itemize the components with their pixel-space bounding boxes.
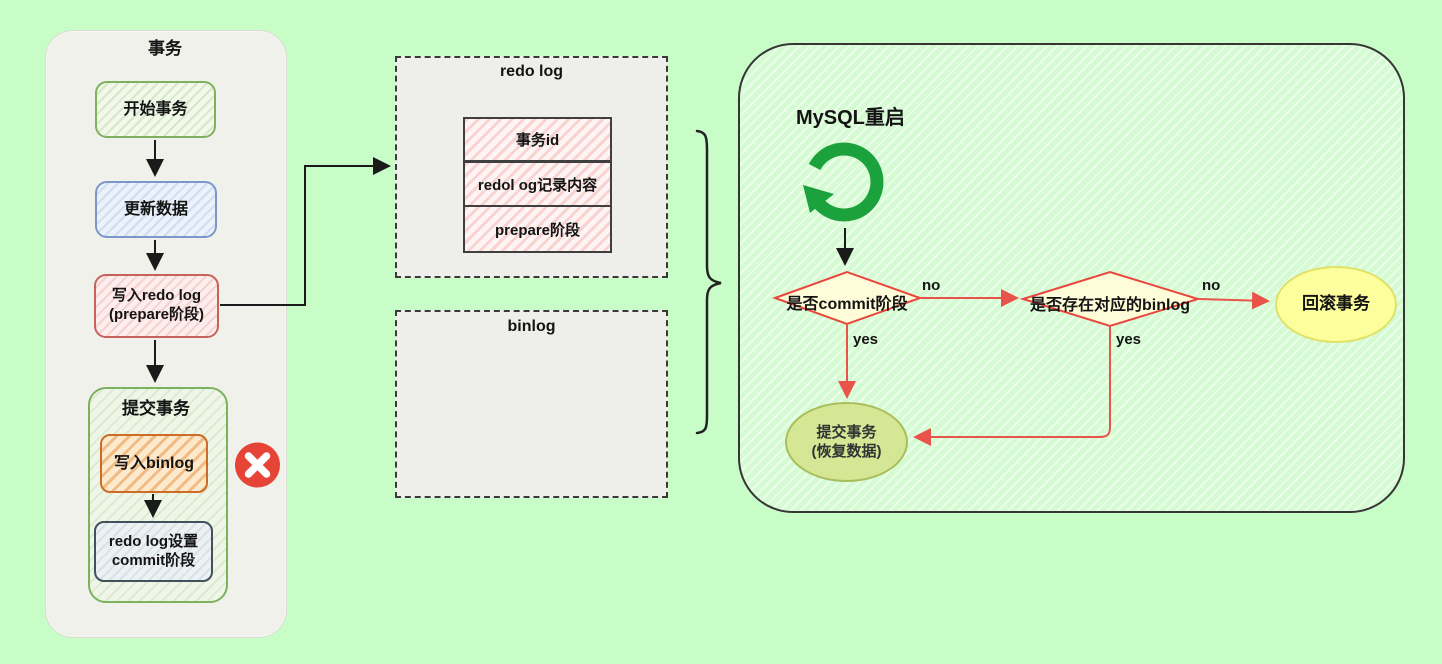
- label-no-2: no: [1202, 277, 1221, 294]
- node-update-data: 更新数据: [95, 181, 217, 238]
- redo-log-row-label: prepare阶段: [494, 221, 581, 239]
- brace-icon: [695, 129, 722, 435]
- redo-log-row-transaction-id: 事务id: [465, 119, 610, 163]
- commit-transaction-group-title: 提交事务: [122, 399, 190, 418]
- node-write-redo-log-line1: 写入redo log: [111, 287, 202, 305]
- redo-log-box-title: redo log: [499, 63, 564, 80]
- binlog-box-title: binlog: [507, 318, 556, 335]
- node-commit-restore-line2: (恢复数据): [811, 443, 882, 460]
- node-commit-restore-line1: 提交事务: [816, 423, 877, 441]
- label-yes-2: yes: [1116, 331, 1142, 348]
- restart-icon: [802, 140, 886, 224]
- node-start-transaction-label: 开始事务: [123, 100, 188, 118]
- node-rollback-label: 回滚事务: [1302, 294, 1370, 314]
- binlog-box: [395, 310, 668, 498]
- redo-log-row-label: 事务id: [515, 132, 560, 149]
- mysql-restart-title: MySQL重启: [796, 107, 905, 129]
- transaction-panel-title: 事务: [148, 39, 182, 58]
- node-write-binlog: 写入binlog: [100, 434, 208, 493]
- node-commit-restore: 提交事务 (恢复数据): [785, 402, 908, 482]
- redo-log-table: 事务id redol og记录内容 prepare阶段: [463, 117, 612, 253]
- node-write-binlog-label: 写入binlog: [114, 454, 194, 472]
- decision-binlog-exists-label: 是否存在对应的binlog: [1030, 297, 1190, 314]
- redo-log-row-label: redol og记录内容: [477, 176, 598, 194]
- redo-log-row-prepare: prepare阶段: [465, 207, 610, 251]
- node-redo-commit-phase-line2: commit阶段: [111, 551, 196, 569]
- label-yes-1: yes: [853, 331, 879, 348]
- node-start-transaction: 开始事务: [95, 81, 216, 138]
- redo-log-row-content: redol og记录内容: [465, 163, 610, 207]
- node-update-data-label: 更新数据: [123, 200, 188, 218]
- decision-commit-phase-label: 是否commit阶段: [786, 296, 908, 313]
- node-rollback-transaction: 回滚事务: [1275, 266, 1397, 343]
- x-circle-icon: [234, 441, 281, 488]
- node-redo-commit-phase-line1: redo log设置: [108, 532, 199, 550]
- node-write-redo-log: 写入redo log (prepare阶段): [94, 274, 219, 338]
- label-no-1: no: [922, 277, 941, 294]
- node-redo-commit-phase: redo log设置 commit阶段: [94, 521, 213, 582]
- node-write-redo-log-line2: (prepare阶段): [108, 306, 205, 323]
